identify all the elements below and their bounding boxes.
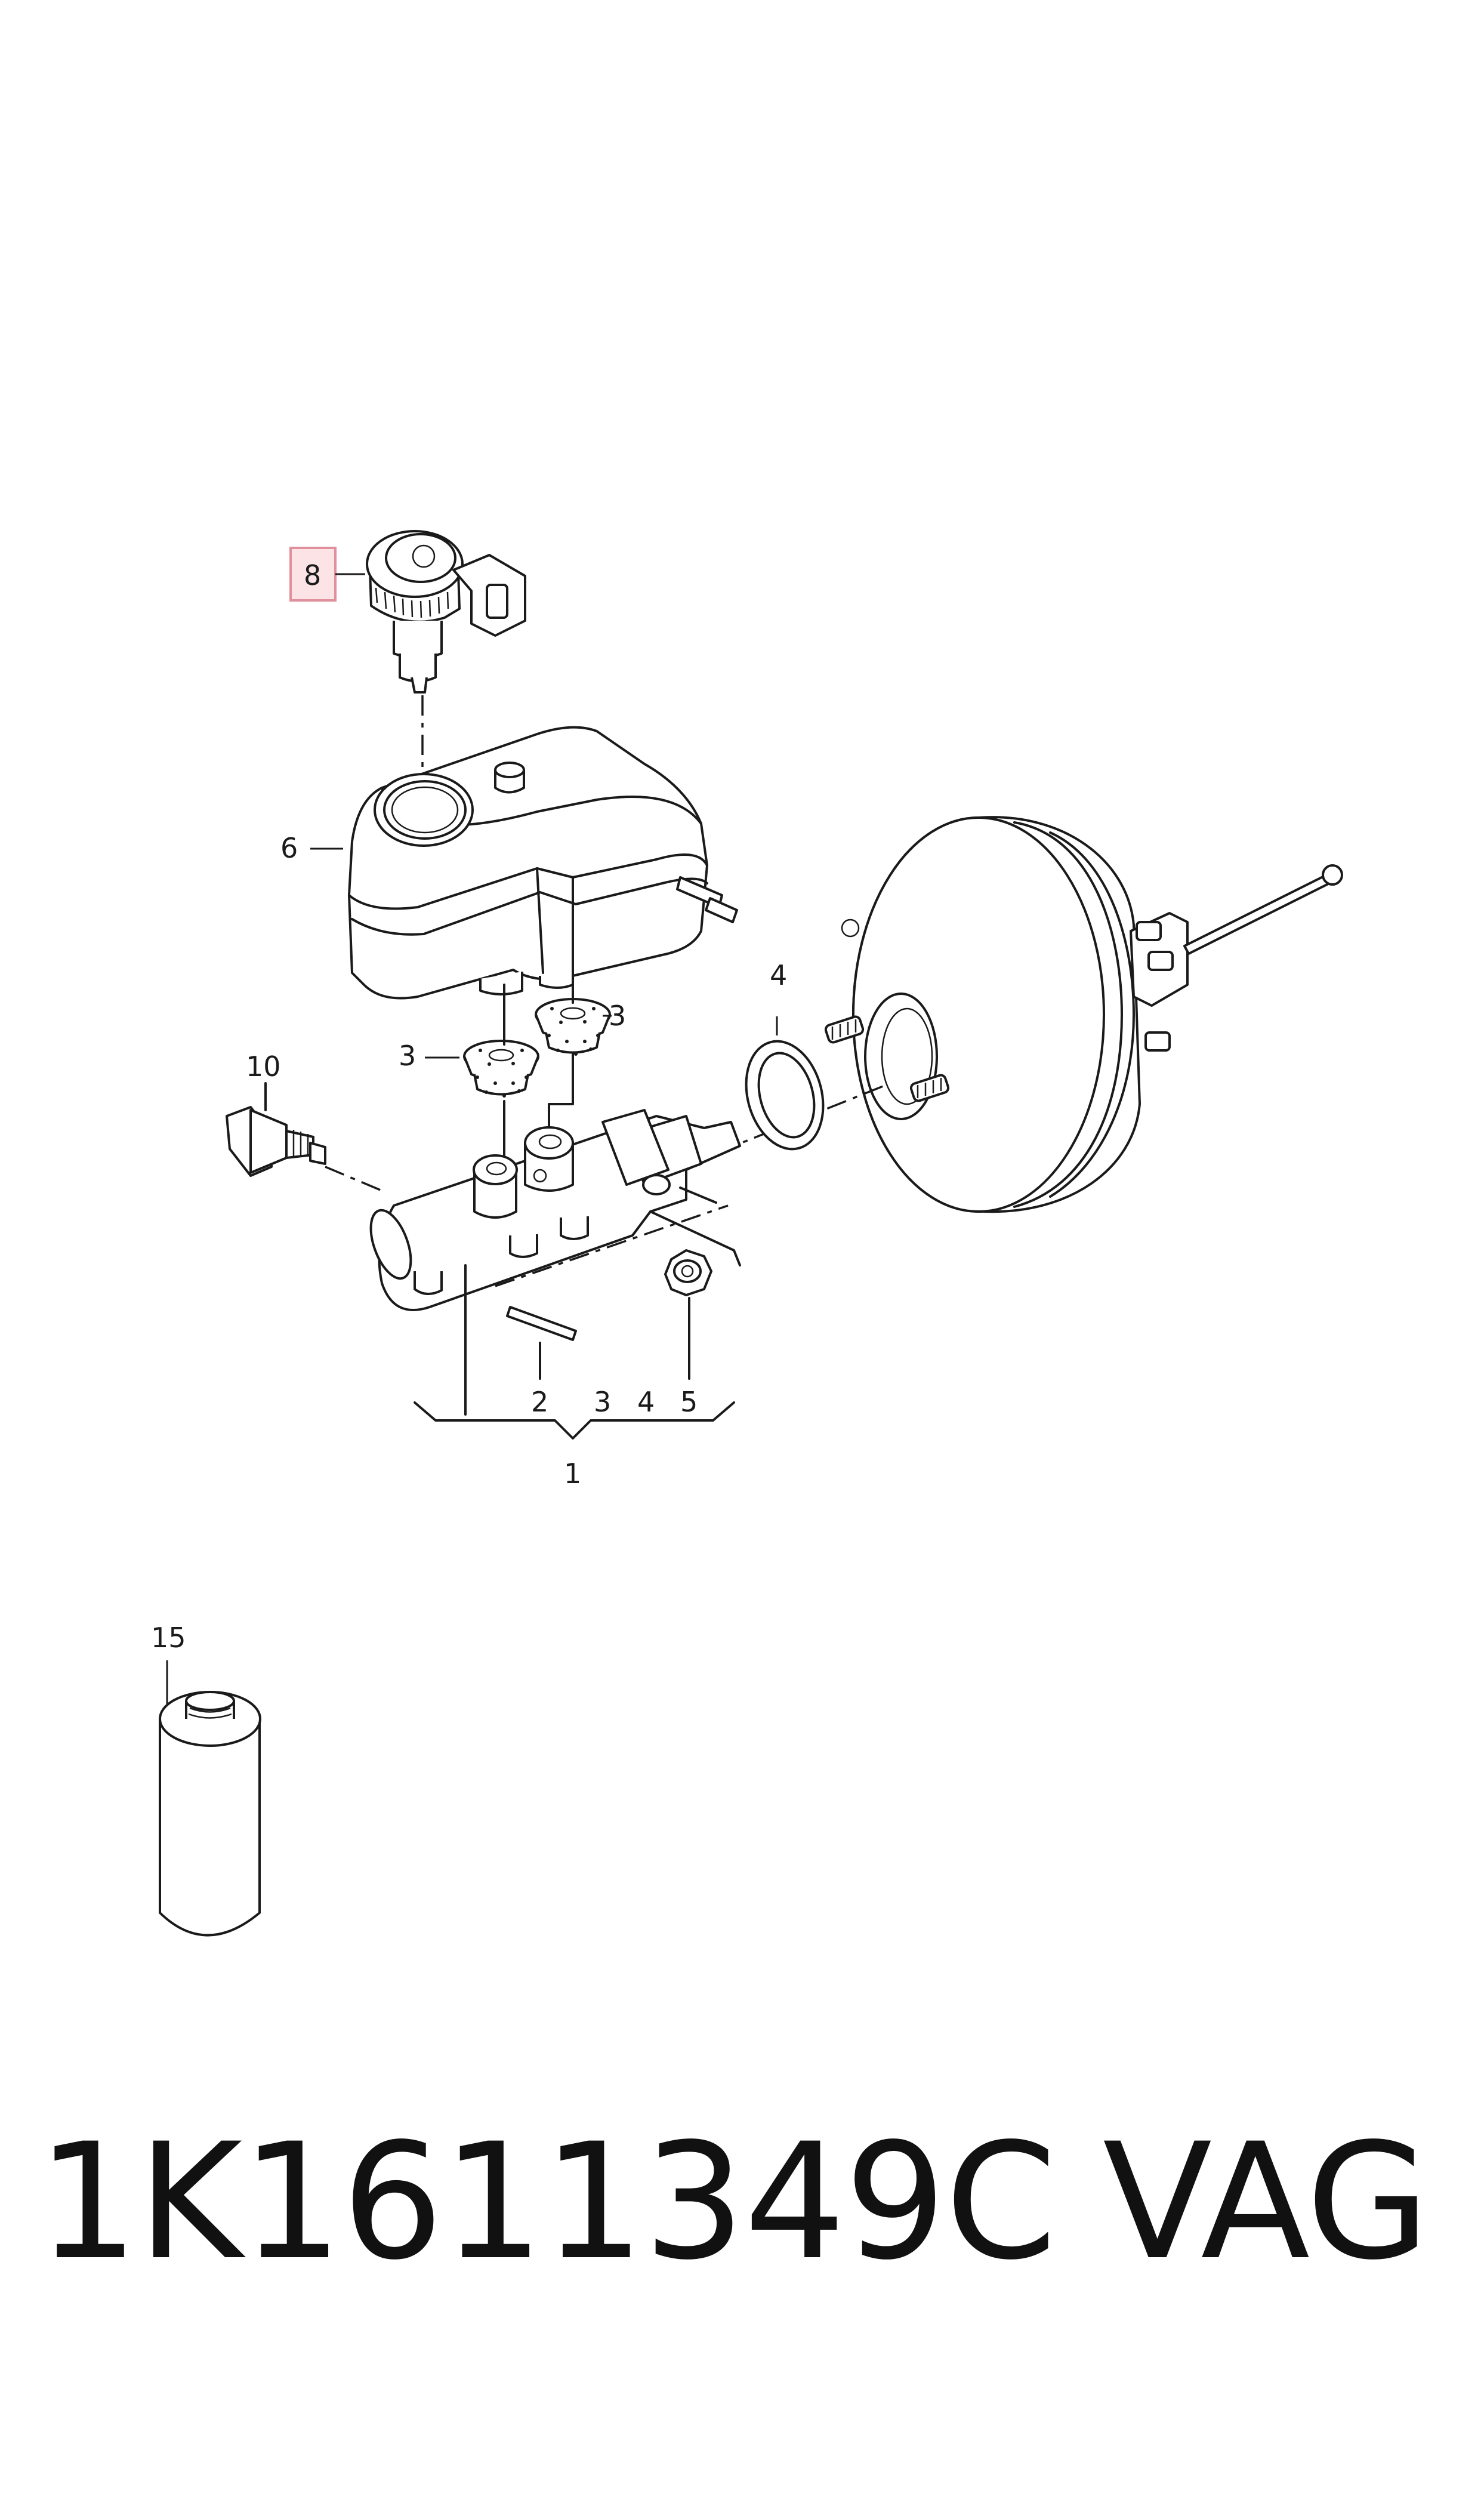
grommet-right	[535, 998, 611, 1056]
master-cylinder	[369, 1109, 741, 1311]
callout-5: 5	[680, 1386, 698, 1418]
nut-5	[664, 1249, 712, 1380]
callout-4-seal: 4	[770, 959, 787, 991]
pin-2	[506, 1306, 577, 1380]
callout-2: 2	[531, 1386, 548, 1418]
callout-3-left: 3	[399, 1040, 416, 1072]
callout-8: 8	[304, 559, 321, 591]
callout-15: 15	[151, 1622, 186, 1654]
brake-fluid-bottle-15	[159, 1660, 261, 1937]
callout-4-bottom: 4	[637, 1386, 655, 1418]
reservoir-cap-with-sensor	[366, 530, 526, 773]
pressure-sensor-10	[226, 1082, 326, 1177]
callout-1: 1	[564, 1457, 581, 1490]
callout-labels: 8 6 3 3 4 10 2 3 4 5 1 15	[151, 559, 787, 1654]
seal-ring-4	[745, 1016, 825, 1151]
callout-10: 10	[246, 1050, 281, 1083]
part-number: 1K1611349C	[37, 2109, 1057, 2295]
grommet-left	[463, 1040, 539, 1098]
brake-fluid-reservoir	[348, 726, 738, 1000]
callout-6: 6	[280, 832, 298, 864]
brand-name: VAG	[1103, 2109, 1430, 2295]
callout-3-bottom: 3	[594, 1386, 611, 1418]
brake-booster	[644, 816, 1343, 1213]
